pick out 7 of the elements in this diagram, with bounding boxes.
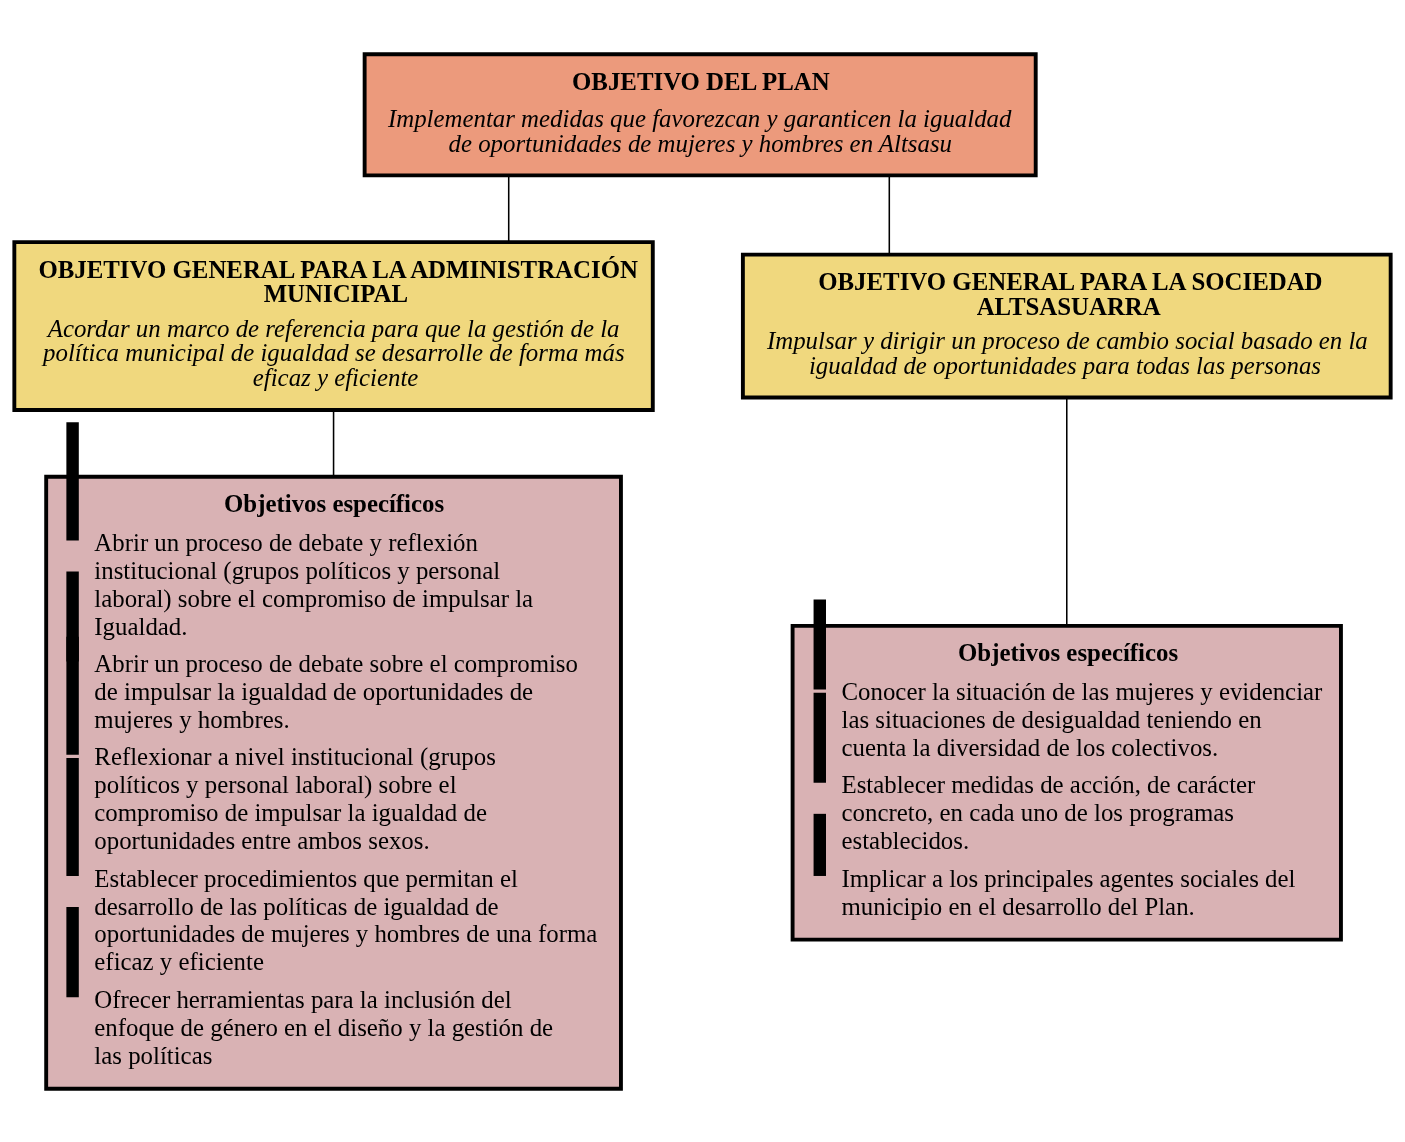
node-box: OBJETIVO DEL PLAN Implementar medidas que favorezcan y garanticen la igualdad de oportunidades de mujeres y hombres en Altsasu — [362, 51, 1038, 177]
connector — [888, 174, 891, 255]
node-box: OBJETIVO GENERAL PARA LA SOCIEDAD ALTSASUARRA Impulsar y dirigir un proceso de cambio social basado en la igualdad de oportunidades para todas las personas — [740, 252, 1393, 399]
connector — [1066, 396, 1068, 627]
connector — [507, 174, 510, 243]
node-box: OBJETIVO GENERAL PARA LA ADMINISTRACIÓN MUNICIPAL Acordar un marco de referencia para que la gestión de la política municipal de igualdad se desarrolle de forma más eficaz y eficiente — [12, 239, 655, 412]
connector — [332, 409, 335, 477]
